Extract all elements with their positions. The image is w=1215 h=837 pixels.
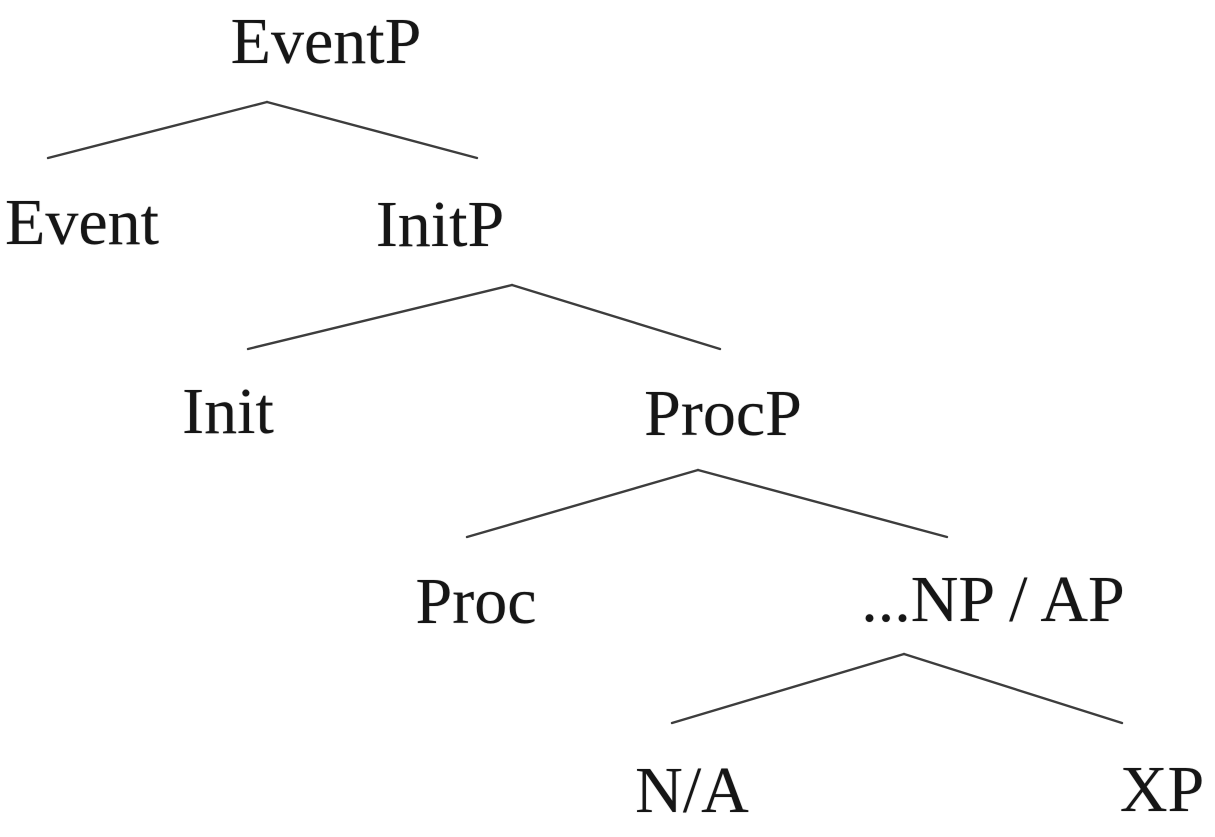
tree-node-n_a: N/A — [635, 754, 749, 827]
tree-node-proc: Proc — [415, 565, 537, 638]
tree-edge-initp-procp — [510, 283, 722, 351]
tree-edge-np_ap-xp — [902, 652, 1124, 725]
tree-node-procp: ProcP — [644, 377, 802, 450]
tree-edge-initp-init — [246, 283, 514, 351]
tree-edge-procp-np_ap — [696, 468, 949, 539]
tree-edge-eventp-initp — [265, 100, 479, 160]
tree-node-np_ap: ...NP / AP — [861, 563, 1125, 636]
tree-node-eventp: EventP — [230, 5, 422, 78]
tree-node-event: Event — [5, 186, 159, 259]
tree-edge-procp-proc — [465, 468, 700, 539]
tree-node-xp: XP — [1119, 753, 1205, 826]
tree-edge-np_ap-n_a — [670, 652, 906, 725]
tree-node-initp: InitP — [375, 188, 505, 261]
tree-edge-eventp-event — [46, 100, 269, 160]
tree-node-init: Init — [182, 375, 274, 448]
